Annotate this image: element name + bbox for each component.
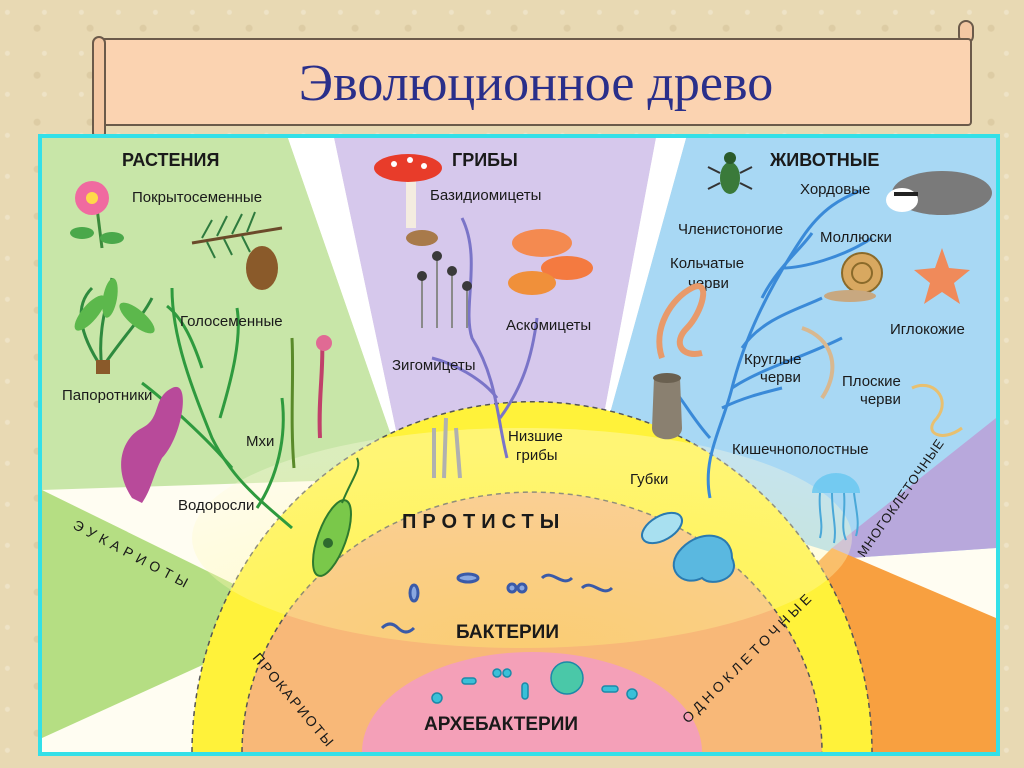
flatworms-label-2: черви bbox=[860, 391, 901, 408]
arthropods-label: Членистоногие bbox=[678, 221, 783, 238]
fern-icon bbox=[74, 277, 155, 374]
gap-plants-fungi bbox=[288, 138, 406, 478]
rose-icon bbox=[70, 181, 124, 249]
lower-fungi-label-1: Низшие bbox=[508, 428, 563, 445]
plants-tree bbox=[141, 287, 293, 530]
amanita-mushroom-icon bbox=[374, 154, 442, 246]
animals-label: ЖИВОТНЫЕ bbox=[769, 150, 879, 170]
mollusks-label: Моллюски bbox=[820, 229, 892, 246]
sponges-label: Губки bbox=[630, 471, 668, 488]
flatworm-icon bbox=[911, 383, 963, 437]
bacteria-icon bbox=[380, 572, 614, 634]
earthworm-icon bbox=[656, 283, 707, 359]
plants-sector bbox=[42, 138, 406, 490]
mold-icon bbox=[417, 251, 472, 479]
mosses-label: Мхи bbox=[246, 433, 274, 450]
starfish-icon bbox=[914, 248, 970, 304]
jellyfish-icon bbox=[812, 473, 860, 544]
chordates-label: Хордовые bbox=[800, 181, 870, 198]
archaea-icon bbox=[431, 661, 638, 704]
archaea-layer bbox=[362, 652, 702, 752]
animals-tree bbox=[670, 188, 873, 499]
multicellular-band bbox=[832, 418, 996, 558]
snail-icon bbox=[824, 252, 883, 302]
page-title: Эволюционное древо bbox=[298, 55, 774, 112]
amoeba-icon bbox=[641, 511, 735, 583]
moss-icon bbox=[290, 335, 332, 469]
roundworm-icon bbox=[801, 326, 835, 400]
protists-label: ПРОТИСТЫ bbox=[402, 511, 565, 533]
plants-label: РАСТЕНИЯ bbox=[122, 150, 219, 170]
badger-icon bbox=[886, 171, 992, 215]
flatworms-label-1: Плоские bbox=[842, 373, 901, 390]
archaea-label: АРХЕБАКТЕРИИ bbox=[424, 714, 578, 735]
bacteria-label: БАКТЕРИИ bbox=[456, 622, 559, 643]
pine-branch-icon bbox=[191, 211, 283, 290]
fungi-tree bbox=[431, 217, 539, 459]
lower-fungi-label-2: грибы bbox=[516, 447, 558, 464]
evolution-tree-diagram: РАСТЕНИЯ ГРИБЫ ЖИВОТНЫЕ Покрытосеменные … bbox=[38, 134, 1000, 756]
angiosperms-label: Покрытосеменные bbox=[132, 189, 262, 206]
ascomycetes-label: Аскомицеты bbox=[506, 317, 591, 334]
beetle-icon bbox=[707, 152, 753, 194]
cnidarians-label: Кишечнополостные bbox=[732, 441, 869, 458]
echinoderms-label: Иглокожие bbox=[890, 321, 965, 338]
euglena-icon bbox=[312, 457, 360, 577]
roundworms-label-2: черви bbox=[760, 369, 801, 386]
gap-fungi-animals bbox=[592, 138, 686, 478]
algae-icon bbox=[121, 386, 183, 503]
protists-glow bbox=[192, 428, 852, 648]
eukaryotes-band bbox=[42, 490, 294, 738]
fungi-label: ГРИБЫ bbox=[452, 150, 518, 170]
zygomycetes-label: Зигомицеты bbox=[392, 357, 476, 374]
chanterelle-icon bbox=[508, 229, 593, 295]
ferns-label: Папоротники bbox=[62, 387, 152, 404]
sponge-icon bbox=[652, 373, 682, 440]
title-banner bbox=[100, 38, 972, 126]
gymnosperms-label: Голосеменные bbox=[180, 313, 283, 330]
roundworms-label-1: Круглые bbox=[744, 351, 801, 368]
diagram-canvas: РАСТЕНИЯ ГРИБЫ ЖИВОТНЫЕ Покрытосеменные … bbox=[42, 138, 996, 752]
algae-label: Водоросли bbox=[178, 497, 254, 514]
annelids-label-1: Кольчатые bbox=[670, 255, 744, 272]
basidiomycetes-label: Базидиомицеты bbox=[430, 187, 541, 204]
